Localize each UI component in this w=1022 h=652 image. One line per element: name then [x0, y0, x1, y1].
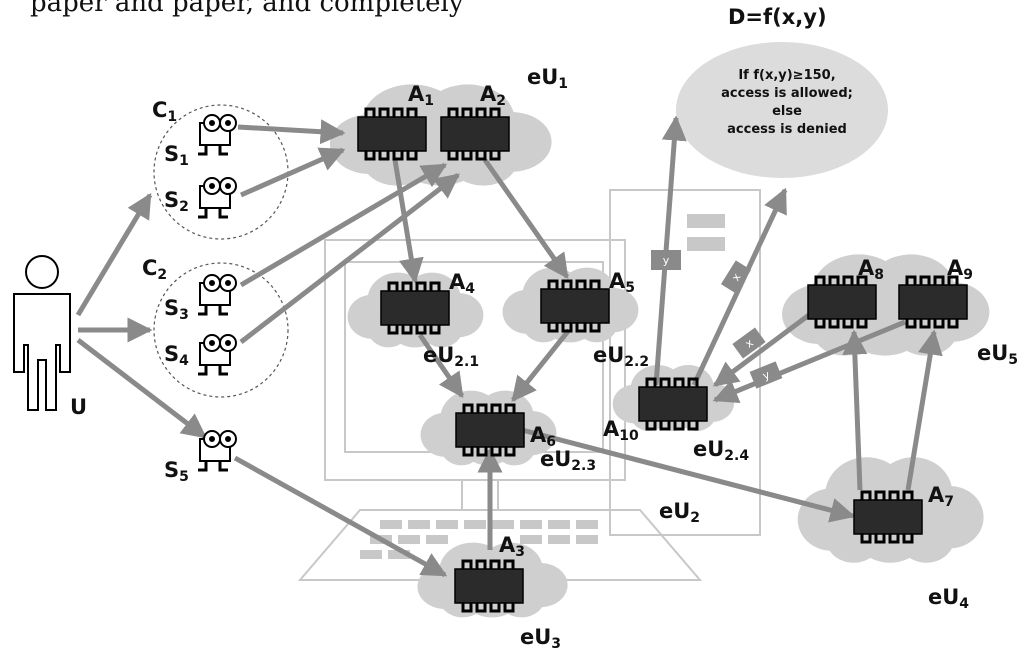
arrow-S5-A3	[233, 455, 448, 578]
arrows	[75, 115, 943, 578]
arrow-A5-A6	[511, 328, 571, 402]
chip-A9	[897, 275, 969, 329]
arrow-U-C1	[75, 192, 153, 317]
tag-y-a9-a10: y	[749, 361, 783, 389]
label-A6: A6	[530, 423, 556, 450]
tag-y-a10-d	[651, 250, 681, 270]
group-circle-C2	[153, 262, 289, 398]
arrow-A4-A6	[417, 333, 465, 399]
chip-A5	[539, 279, 611, 333]
chip-A4	[379, 281, 451, 335]
arrow-A7-A8	[842, 329, 868, 491]
svg-text:y: y	[761, 368, 772, 383]
chip-A3	[453, 559, 525, 613]
robot-S2	[196, 176, 238, 219]
arrow-S4-A2	[239, 173, 460, 344]
label-A10: A10	[603, 417, 639, 444]
label-eU1: eU1	[527, 65, 568, 92]
label-S1: S1	[164, 142, 189, 169]
label-U: U	[70, 395, 87, 419]
chip-A1	[356, 107, 428, 161]
label-eU3: eU3	[520, 625, 561, 652]
decision-line-4: access is denied	[727, 122, 847, 137]
label-A9: A9	[947, 256, 973, 283]
arrow-A7-A9	[905, 329, 943, 491]
label-S4: S4	[164, 342, 189, 369]
label-eU5: eU5	[977, 341, 1018, 368]
label-eU2-1: eU2.1	[423, 343, 479, 370]
label-eU2: eU2	[659, 499, 700, 526]
label-A5: A5	[609, 269, 635, 296]
decision-line-3: else	[772, 104, 802, 119]
arrow-A6-A7	[521, 427, 856, 523]
chip-A2	[439, 107, 511, 161]
label-A4: A4	[449, 270, 475, 297]
decision-bubble	[676, 42, 888, 178]
arrow-A8-A10	[712, 309, 815, 388]
label-S5: S5	[164, 458, 189, 485]
robot-S4	[196, 333, 238, 376]
label-A7: A7	[928, 483, 954, 510]
chip-A8	[806, 275, 878, 329]
user-figure	[13, 255, 71, 411]
label-eU4: eU4	[928, 585, 969, 612]
decision-title: D=f(x,y)	[728, 5, 827, 29]
arrow-S3-A2	[239, 162, 448, 288]
arrow-A9-A10	[712, 319, 906, 404]
edge-tags: y x x y	[651, 250, 783, 389]
robot-S1	[196, 113, 238, 156]
label-A2: A2	[480, 82, 506, 109]
label-A1: A1	[408, 82, 434, 109]
label-A3: A3	[499, 533, 525, 560]
label-eU2-4: eU2.4	[693, 437, 749, 464]
label-eU2-3: eU2.3	[540, 447, 596, 474]
chip-A7	[852, 490, 924, 544]
caption-fragment: paper and paper, and completely	[30, 0, 464, 18]
label-C1: C1	[152, 98, 177, 125]
arrow-S1-A1	[237, 119, 346, 145]
robot-S3	[196, 273, 238, 316]
arrow-A2-A5	[482, 158, 570, 280]
label-A8: A8	[858, 256, 884, 283]
arrow-S2-A1	[239, 147, 346, 198]
robot-S5	[196, 429, 238, 472]
tag-x-a8-a10: x	[732, 327, 766, 359]
keyboard-keys	[360, 520, 598, 559]
decision-line-2: access is allowed;	[721, 86, 853, 101]
computer-illustration	[297, 189, 761, 581]
label-C2: C2	[142, 256, 167, 283]
label-S3: S3	[164, 296, 189, 323]
label-S2: S2	[164, 188, 189, 215]
chip-A10	[637, 377, 709, 431]
tag-y-text-a10-d: y	[663, 254, 670, 267]
label-eU2-2: eU2.2	[593, 343, 649, 370]
arrow-U-S5	[76, 338, 207, 439]
arrow-A1-A4	[392, 159, 424, 284]
tag-x-a10-d: x	[720, 260, 752, 294]
chip-A6	[454, 403, 526, 457]
decision-line-1: If f(x,y)≥150,	[738, 68, 835, 83]
